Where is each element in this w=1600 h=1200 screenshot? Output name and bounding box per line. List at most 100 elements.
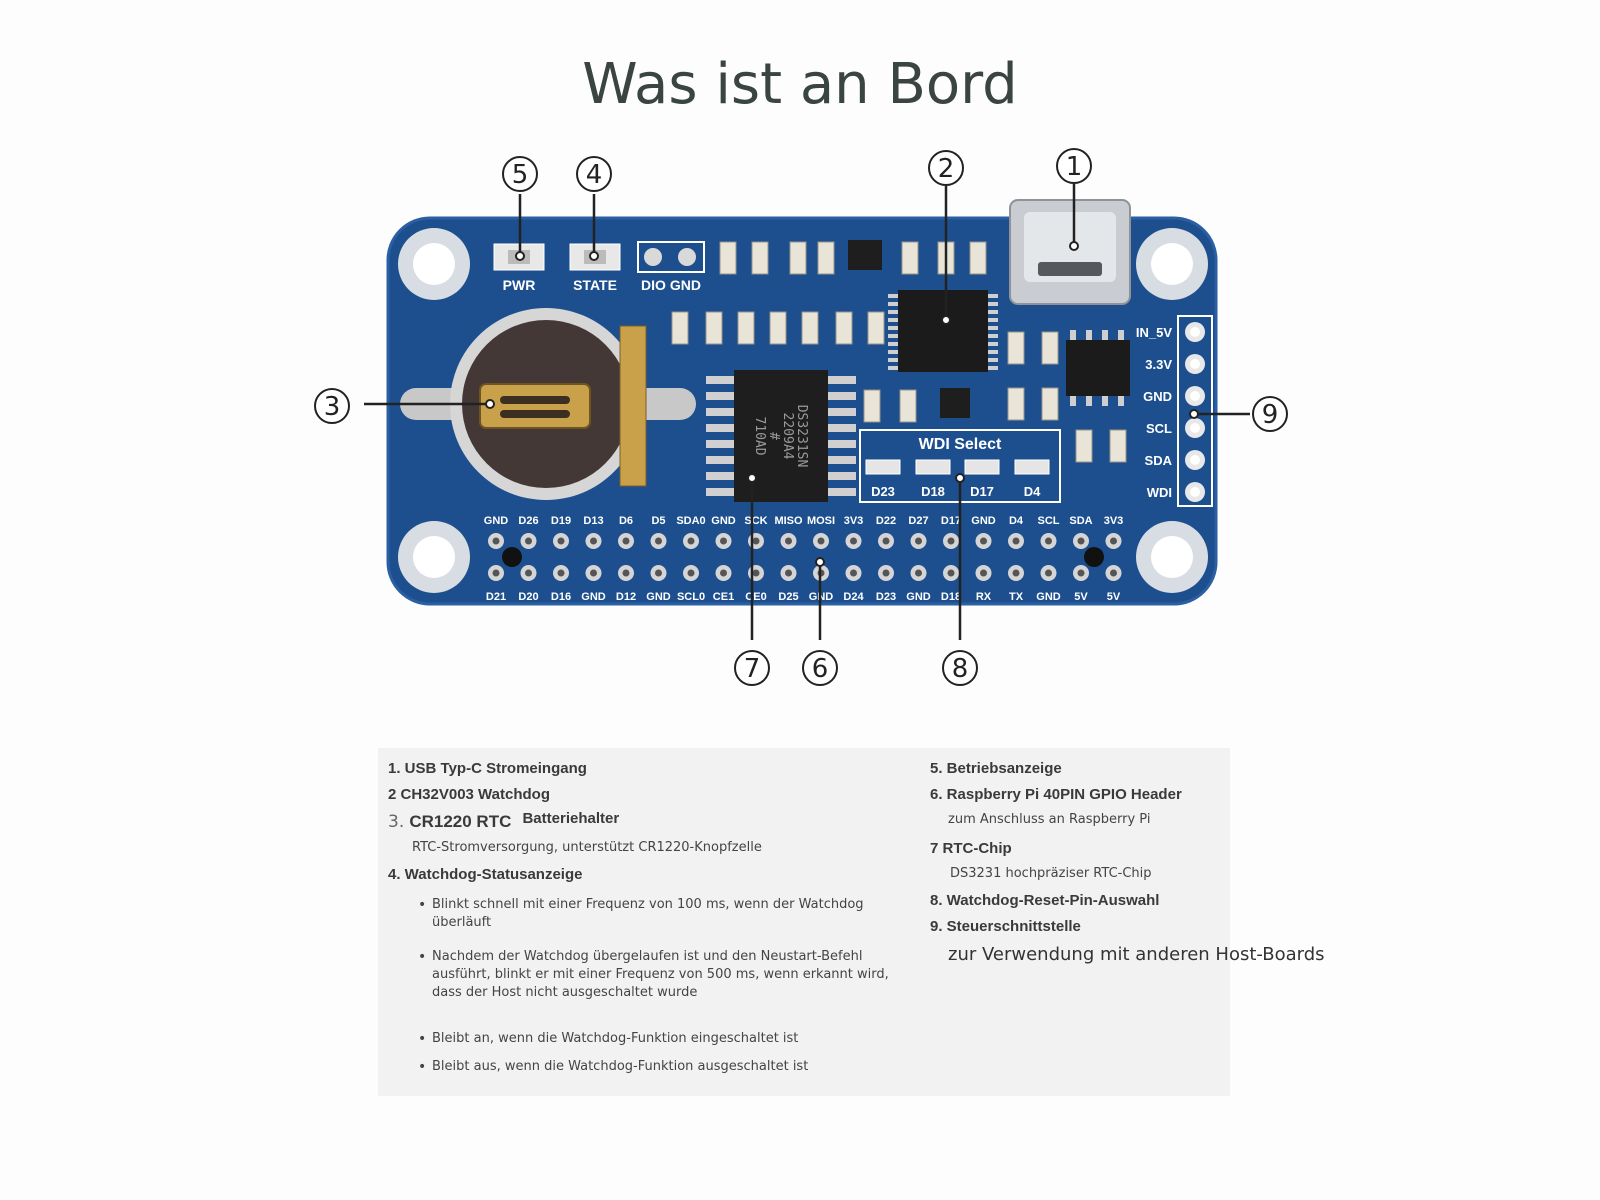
item-6-title: 6. Raspberry Pi 40PIN GPIO Header xyxy=(930,786,1182,803)
gpio-bottom-label: RX xyxy=(976,591,992,603)
side-pin-label: IN_5V xyxy=(1136,325,1172,340)
callout-circle xyxy=(502,156,538,192)
rtc-chip-marking: DS3231SN xyxy=(794,405,809,468)
gpio-top-label: SCK xyxy=(744,515,767,527)
callout-circle xyxy=(802,650,838,686)
rtc-chip-marking: # xyxy=(766,432,781,440)
page-title: Was ist an Bord xyxy=(582,52,1018,117)
item-4-bullet: Nachdem der Watchdog übergelaufen ist un… xyxy=(418,948,902,1002)
usb-c-connector xyxy=(1009,199,1131,305)
gpio-top-label: SCL xyxy=(1038,515,1060,527)
gpio-bottom-label: D24 xyxy=(843,591,864,603)
callout-number: 4 xyxy=(586,160,603,190)
gpio-top-label: D13 xyxy=(583,515,603,527)
wdi-option-label: D18 xyxy=(921,484,945,499)
item-4-title: 4. Watchdog-Statusanzeige xyxy=(388,866,583,883)
wdi-jumper-pad xyxy=(865,459,901,475)
gpio-bottom-label: D23 xyxy=(876,591,896,603)
side-pin-label: WDI xyxy=(1147,485,1172,500)
wdi-option-label: D4 xyxy=(1024,484,1041,499)
mounting-holes xyxy=(398,228,1208,593)
item-9-desc: zur Verwendung mit anderen Host-Boards xyxy=(948,944,1325,965)
gpio-top-label: D22 xyxy=(876,515,896,527)
callout-number: 5 xyxy=(512,160,529,190)
gpio-bottom-label: 5V xyxy=(1074,591,1088,603)
gpio-top-label: 3V3 xyxy=(844,515,864,527)
gpio-top-label: D27 xyxy=(908,515,928,527)
item-1-title: 1. USB Typ-C Stromeingang xyxy=(388,760,587,777)
item-6-desc: zum Anschluss an Raspberry Pi xyxy=(948,812,1151,827)
wdi-jumper-pad xyxy=(1014,459,1050,475)
led-pads xyxy=(493,241,705,273)
gpio-top-label: D26 xyxy=(518,515,538,527)
item-3-number: 3. xyxy=(388,812,405,832)
gpio-bottom-label: SCL0 xyxy=(677,591,705,603)
wdi-jumper-pad xyxy=(964,459,1000,475)
item-7-title: 7 RTC-Chip xyxy=(930,840,1012,857)
gpio-bottom-label: GND xyxy=(646,591,671,603)
rtc-chip-marking: 2209A4 xyxy=(780,413,795,460)
gpio-top-label: D17 xyxy=(941,515,961,527)
gpio-top-label: SDA xyxy=(1069,515,1092,527)
watchdog-chip xyxy=(888,290,998,372)
callout-number: 8 xyxy=(952,654,969,684)
callout-number: 9 xyxy=(1262,400,1279,430)
item-4-bullet: Blinkt schnell mit einer Frequenz von 10… xyxy=(418,896,902,932)
callout-number: 3 xyxy=(324,392,341,422)
callout-circle xyxy=(734,650,770,686)
callout-number: 6 xyxy=(812,654,829,684)
silk-label: STATE xyxy=(573,277,617,293)
rtc-chip-marking: 710AD xyxy=(752,416,767,455)
item-3-desc: RTC-Stromversorgung, unterstützt CR1220-… xyxy=(412,840,762,855)
gpio-top-label: MOSI xyxy=(807,515,835,527)
leader-lines xyxy=(364,184,1250,640)
gpio-bottom-label: D12 xyxy=(616,591,636,603)
gpio-bottom-label: D21 xyxy=(486,591,506,603)
callout-circle xyxy=(942,650,978,686)
gpio-bottom-label: D18 xyxy=(941,591,961,603)
wdi-select-title: WDI Select xyxy=(919,436,1002,453)
side-pin-label: SCL xyxy=(1146,421,1172,436)
gpio-top-label: D6 xyxy=(619,515,633,527)
gpio-bottom-label: D20 xyxy=(518,591,538,603)
item-9-title: 9. Steuerschnittstelle xyxy=(930,918,1081,935)
item-3-rest: Batteriehalter xyxy=(522,810,620,827)
callout-number: 2 xyxy=(938,154,955,184)
gpio-bottom-label: GND xyxy=(906,591,931,603)
gpio-bottom-label: GND xyxy=(581,591,606,603)
smd-components xyxy=(671,241,1127,463)
gpio-top-label: D4 xyxy=(1009,515,1024,527)
gpio-top-label: 3V3 xyxy=(1104,515,1124,527)
gpio-bottom-label: CE0 xyxy=(745,591,766,603)
wdi-option-label: D17 xyxy=(970,484,994,499)
gpio-bottom-label: GND xyxy=(1036,591,1061,603)
gpio-top-label: MISO xyxy=(774,515,803,527)
gpio-bottom-label: D16 xyxy=(551,591,571,603)
gpio-top-label: GND xyxy=(971,515,996,527)
item-3-name: CR1220 RTC xyxy=(409,812,512,831)
gpio-bottom-label: TX xyxy=(1009,591,1024,603)
side-pin-label: GND xyxy=(1143,389,1172,404)
gpio-top-label: D5 xyxy=(651,515,665,527)
item-4-bullet: Bleibt aus, wenn die Watchdog-Funktion a… xyxy=(418,1058,902,1076)
gpio-bottom-label: 5V xyxy=(1107,591,1121,603)
callout-circle xyxy=(314,388,350,424)
battery-holder xyxy=(400,308,696,500)
gpio-top-label: SDA0 xyxy=(676,515,705,527)
callout-circle xyxy=(1252,396,1288,432)
gpio-top-label: GND xyxy=(711,515,736,527)
item-8-title: 8. Watchdog-Reset-Pin-Auswahl xyxy=(930,892,1160,909)
gpio-top-label: D19 xyxy=(551,515,571,527)
silk-label: PWR xyxy=(503,277,536,293)
leader-dots xyxy=(485,241,1199,567)
side-pin-label: 3.3V xyxy=(1145,357,1172,372)
item-5-title: 5. Betriebsanzeige xyxy=(930,760,1062,777)
callout-circle xyxy=(1056,148,1092,184)
callout-circle xyxy=(928,150,964,186)
item-4-bullet: Bleibt an, wenn die Watchdog-Funktion ei… xyxy=(418,1030,902,1048)
